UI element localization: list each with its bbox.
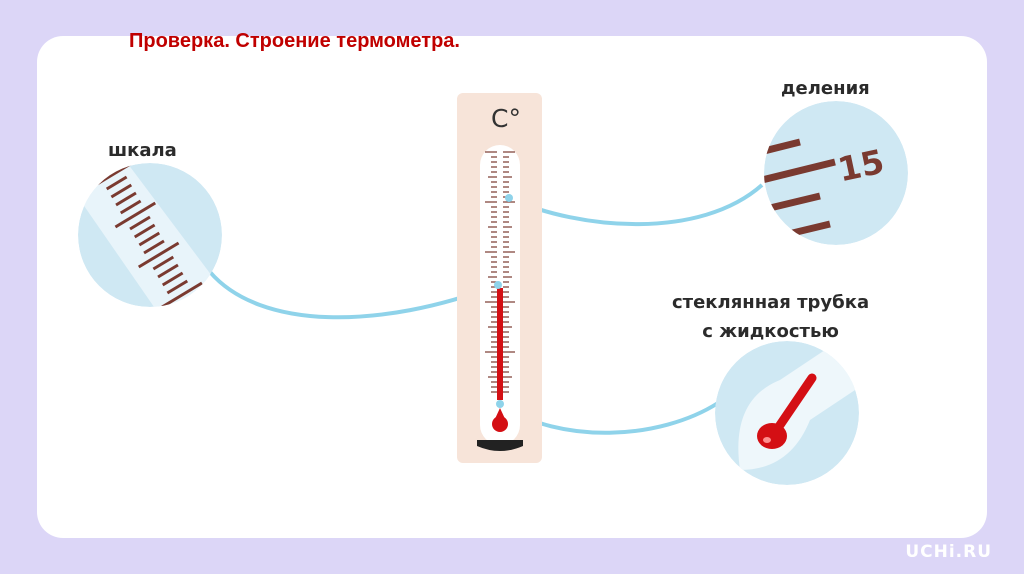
magnified-tick xyxy=(137,241,180,269)
thermometer-icon xyxy=(457,93,542,463)
magnifier-bulb-icon xyxy=(715,341,859,485)
magnified-tick xyxy=(143,239,165,255)
magnified-tick xyxy=(110,183,133,199)
page-title: Проверка. Строение термометра. xyxy=(129,30,460,52)
label-glass-tube-line2: с жидкостью xyxy=(702,321,839,342)
magnified-tick xyxy=(152,255,175,271)
magnifier-scale-icon xyxy=(78,163,222,307)
liquid-column xyxy=(497,288,503,400)
unit-label: C° xyxy=(491,104,521,133)
magnified-tick xyxy=(157,263,179,279)
magnified-tick xyxy=(115,191,137,207)
magnified-tick xyxy=(138,231,161,247)
label-glass-tube-line1: стеклянная трубка xyxy=(672,292,870,313)
magnified-tick xyxy=(161,281,203,307)
connector-divisions xyxy=(508,183,764,227)
connector-scale xyxy=(208,270,499,320)
magnified-tick xyxy=(166,279,189,295)
magnified-tick xyxy=(119,199,142,215)
magnified-tick xyxy=(161,271,184,287)
magnified-tick xyxy=(129,215,151,231)
magnified-tick xyxy=(114,201,157,229)
magnifier-divisions-icon xyxy=(764,101,908,245)
magnified-tick xyxy=(133,223,156,239)
label-divisions: деления xyxy=(781,78,870,99)
label-scale: шкала xyxy=(108,140,177,161)
thermometer-scale-ticks xyxy=(485,151,515,393)
label-glass-tube: стеклянная трубка с жидкостью xyxy=(672,288,869,346)
magnified-tick xyxy=(105,175,128,191)
brand-logo: UCHi.RU xyxy=(905,542,992,562)
